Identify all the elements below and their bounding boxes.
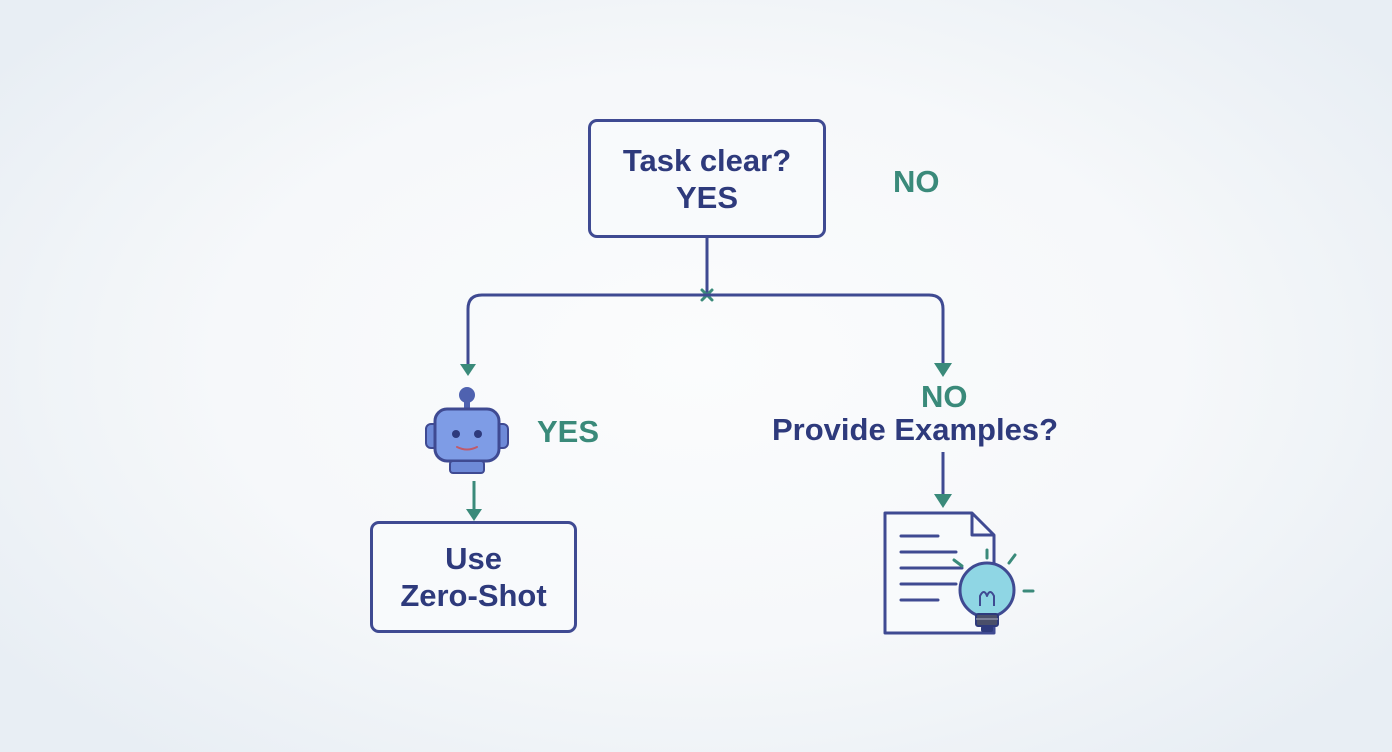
result-node-line1: Use — [445, 541, 502, 576]
decision-node-line2: YES — [675, 179, 739, 215]
no-label-top: NO — [893, 164, 940, 199]
document-lightbulb-icon — [876, 506, 1046, 651]
right-branch-arrowhead — [934, 363, 952, 377]
lightbulb-icon — [958, 561, 1016, 632]
decision-node-task-clear: Task clear? YES — [588, 119, 826, 238]
result-node-line2: Zero-Shot — [400, 578, 547, 613]
yes-label-left: YES — [537, 414, 600, 449]
no-label-right: NO — [921, 379, 968, 414]
result-node-use-zero-shot: Use Zero-Shot — [370, 521, 577, 633]
question-to-doc-arrowhead — [934, 494, 952, 508]
left-branch-arrowhead — [460, 364, 476, 376]
right-branch-connector — [707, 293, 945, 364]
decision-node-line1: Task clear? — [622, 142, 792, 178]
left-branch-connector — [466, 293, 707, 365]
robot-icon — [420, 382, 510, 483]
robot-to-result-arrowhead — [466, 509, 482, 521]
provide-examples-question: Provide Examples? — [772, 412, 1059, 447]
